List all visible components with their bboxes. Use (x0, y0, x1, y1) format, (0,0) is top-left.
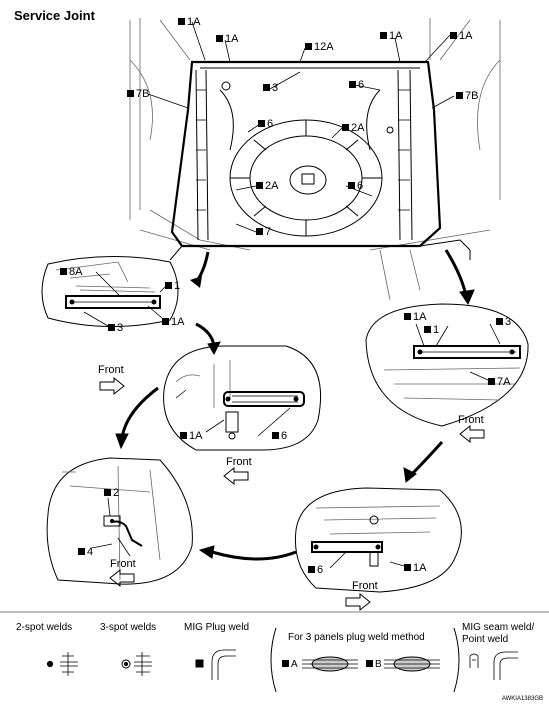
legend-three-spot-welds: 3-spot welds (100, 622, 157, 633)
label-2a-left: 2A (256, 180, 278, 192)
label-6-right: 6 (348, 180, 363, 192)
detail-lower-right-front-label: Front (352, 580, 378, 592)
plug-weld-marker-icon (349, 81, 356, 88)
plug-weld-marker-icon (272, 432, 279, 439)
plug-weld-marker-icon (127, 90, 134, 97)
plug-weld-marker-icon (258, 120, 265, 127)
label-6-mid: 6 (258, 118, 273, 130)
detail-lower-right-label-6: 6 (308, 564, 323, 576)
label-1a-top-left-2: 1A (216, 33, 238, 45)
legend-mig-seam-line1: MIG seam weld/ (462, 622, 535, 633)
detail-right-label-1: 1 (424, 324, 439, 336)
plug-weld-marker-icon (450, 32, 457, 39)
plug-weld-marker-icon (342, 124, 349, 131)
detail-right-label-7a: 7A (488, 376, 510, 388)
detail-left-front-label: Front (98, 364, 124, 376)
detail-right-label-1a: 1A (404, 311, 426, 323)
detail-center-front-label: Front (226, 456, 252, 468)
detail-lower-right-label-1a: 1A (404, 562, 426, 574)
plug-weld-marker-icon (108, 324, 115, 331)
detail-center-label-6: 6 (272, 430, 287, 442)
plug-weld-marker-icon (366, 660, 373, 667)
diagram-title: Service Joint (14, 8, 95, 23)
plug-weld-marker-icon (380, 32, 387, 39)
plug-weld-marker-icon (308, 566, 315, 573)
detail-lower-left-label-4: 4 (78, 546, 93, 558)
detail-right-front-label: Front (458, 414, 484, 426)
label-6-top: 6 (349, 79, 364, 91)
legend-three-panels: For 3 panels plug weld method (288, 632, 425, 643)
legend-marker-a: A (282, 659, 298, 671)
label-1a-top-left: 1A (178, 16, 200, 28)
detail-left-label-8a: 8A (60, 266, 82, 278)
plug-weld-marker-icon (180, 432, 187, 439)
plug-weld-marker-icon (404, 313, 411, 320)
plug-weld-marker-icon (165, 282, 172, 289)
plug-weld-marker-icon (282, 660, 289, 667)
label-7b-right: 7B (456, 90, 478, 102)
plug-weld-marker-icon (178, 18, 185, 25)
label-1a-top-right: 1A (380, 30, 402, 42)
legend-mig-seam-line2: Point weld (462, 634, 509, 645)
legend-marker-b: B (366, 659, 382, 671)
plug-weld-marker-icon (496, 318, 503, 325)
plug-weld-marker-icon (216, 35, 223, 42)
plug-weld-marker-icon (78, 548, 85, 555)
detail-left-label-3: 3 (108, 322, 123, 334)
label-1a-top-right-2: 1A (450, 30, 472, 42)
plug-weld-marker-icon (424, 326, 431, 333)
legend-two-spot-welds: 2-spot welds (16, 622, 73, 633)
detail-lower-left-label-2: 2 (104, 487, 119, 499)
legend-mig-plug-weld: MIG Plug weld (184, 622, 250, 633)
detail-left-label-1: 1 (165, 280, 180, 292)
plug-weld-marker-icon (162, 318, 169, 325)
plug-weld-marker-icon (404, 564, 411, 571)
detail-lower-left-front-label: Front (110, 558, 136, 570)
plug-weld-marker-icon (456, 92, 463, 99)
plug-weld-marker-icon (305, 43, 312, 50)
label-3: 3 (263, 82, 278, 94)
plug-weld-marker-icon (348, 182, 355, 189)
label-2a-right: 2A (342, 122, 364, 134)
figure-code: AWKIA1383GB (501, 696, 543, 702)
detail-center-label-1a: 1A (180, 430, 202, 442)
plug-weld-marker-icon (488, 378, 495, 385)
label-12a: 12A (305, 41, 334, 53)
plug-weld-marker-icon (60, 268, 67, 275)
detail-right-label-3: 3 (496, 316, 511, 328)
plug-weld-marker-icon (104, 489, 111, 496)
plug-weld-marker-icon (263, 84, 270, 91)
detail-left-label-1a: 1A (162, 316, 184, 328)
label-7: 7 (256, 226, 271, 238)
label-7b-left: 7B (127, 88, 149, 100)
plug-weld-marker-icon (256, 182, 263, 189)
plug-weld-marker-icon (256, 228, 263, 235)
